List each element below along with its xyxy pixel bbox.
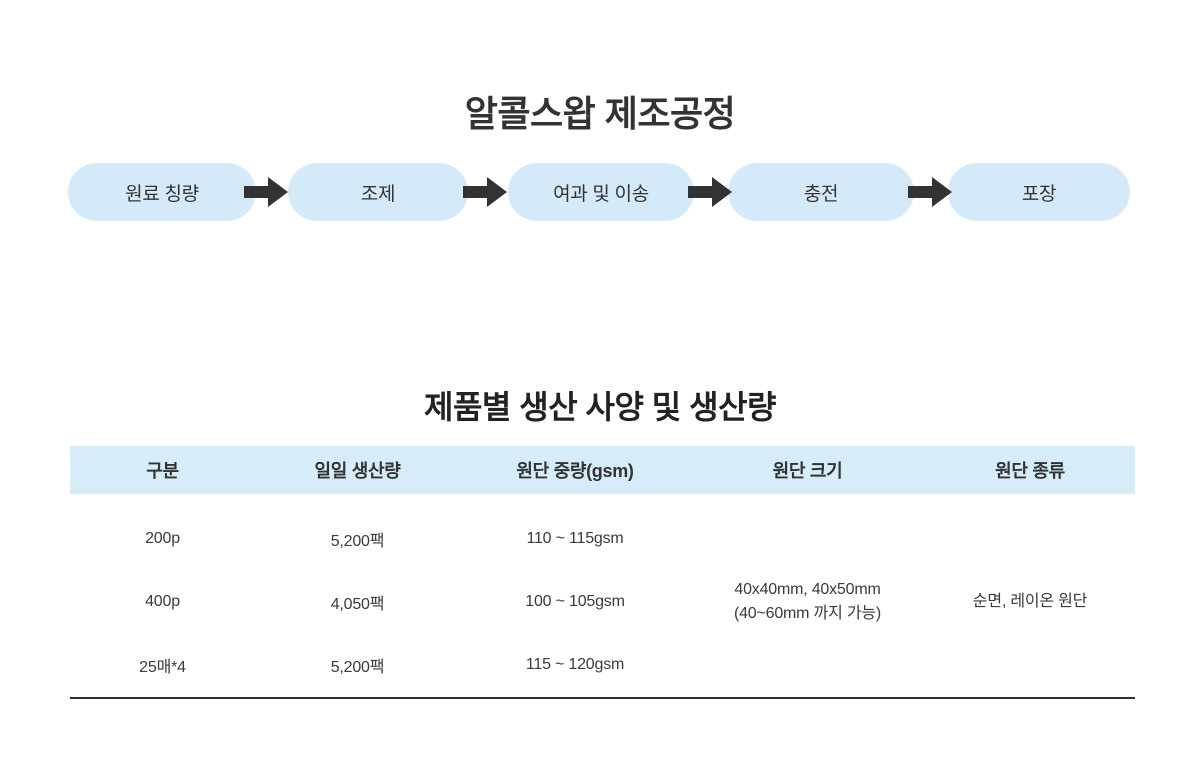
cell-gubun: 200p	[145, 529, 180, 547]
process-flow-diagram: 원료 칭량 조제 여과 및 이송 충전	[68, 163, 1130, 221]
process-step-label: 조제	[360, 183, 396, 205]
cell-fabric-size: 40x40mm, 40x50mm (40~60mm 까지 가능)	[733, 581, 882, 622]
column-header-fabric-gsm: 원단 중량(gsm)	[460, 446, 690, 494]
table-row: 25매*4 5,200팩 115 ~ 120gsm	[70, 633, 1135, 696]
cell-gubun: 400p	[145, 592, 180, 610]
table-body: 200p 5,200팩 110 ~ 115gsm 40x40mm, 40x50m…	[70, 494, 1135, 696]
process-step-2: 조제	[288, 163, 468, 221]
column-header-fabric-size: 원단 크기	[690, 446, 925, 494]
column-header-gubun: 구분	[70, 446, 255, 494]
table-header: 구분 일일 생산량 원단 중량(gsm) 원단 크기 원단 종류	[70, 446, 1135, 494]
table-header-row: 구분 일일 생산량 원단 중량(gsm) 원단 크기 원단 종류	[70, 446, 1135, 494]
arrow-right-icon	[688, 177, 732, 207]
process-step-1: 원료 칭량	[68, 163, 256, 221]
process-step-label: 여과 및 이송	[553, 183, 649, 205]
process-step-3: 여과 및 이송	[508, 163, 694, 221]
cell-daily-output: 5,200팩	[330, 658, 385, 676]
arrow-right-icon	[244, 177, 288, 207]
process-step-label: 포장	[1021, 183, 1057, 205]
column-header-daily-output: 일일 생산량	[255, 446, 460, 494]
cell-fabric-gsm: 100 ~ 105gsm	[525, 592, 625, 610]
cell-fabric-gsm: 115 ~ 120gsm	[525, 655, 625, 673]
cell-gubun: 25매*4	[139, 658, 186, 676]
process-title: 알콜스왑 제조공정	[464, 93, 736, 135]
cell-fabric-gsm: 110 ~ 115gsm	[526, 529, 624, 547]
process-step-4: 충전	[728, 163, 914, 221]
spec-title: 제품별 생산 사양 및 생산량	[424, 388, 776, 425]
arrow-right-icon	[463, 177, 507, 207]
table-bottom-rule	[70, 697, 1135, 699]
spec-table: 구분 일일 생산량 원단 중량(gsm) 원단 크기 원단 종류 200p 5,…	[70, 446, 1135, 696]
table-row: 400p 4,050팩 100 ~ 105gsm	[70, 570, 1135, 633]
process-step-5: 포장	[948, 163, 1130, 221]
cell-daily-output: 5,200팩	[330, 532, 385, 550]
table-row: 200p 5,200팩 110 ~ 115gsm 40x40mm, 40x50m…	[70, 494, 1135, 622]
process-step-label: 충전	[803, 183, 839, 205]
process-step-label: 원료 칭량	[125, 183, 199, 205]
cell-fabric-type: 순면, 레이온 원단	[972, 592, 1088, 610]
cell-daily-output: 4,050팩	[330, 595, 385, 613]
arrow-right-icon	[908, 177, 952, 207]
column-header-fabric-type: 원단 종류	[925, 446, 1135, 494]
